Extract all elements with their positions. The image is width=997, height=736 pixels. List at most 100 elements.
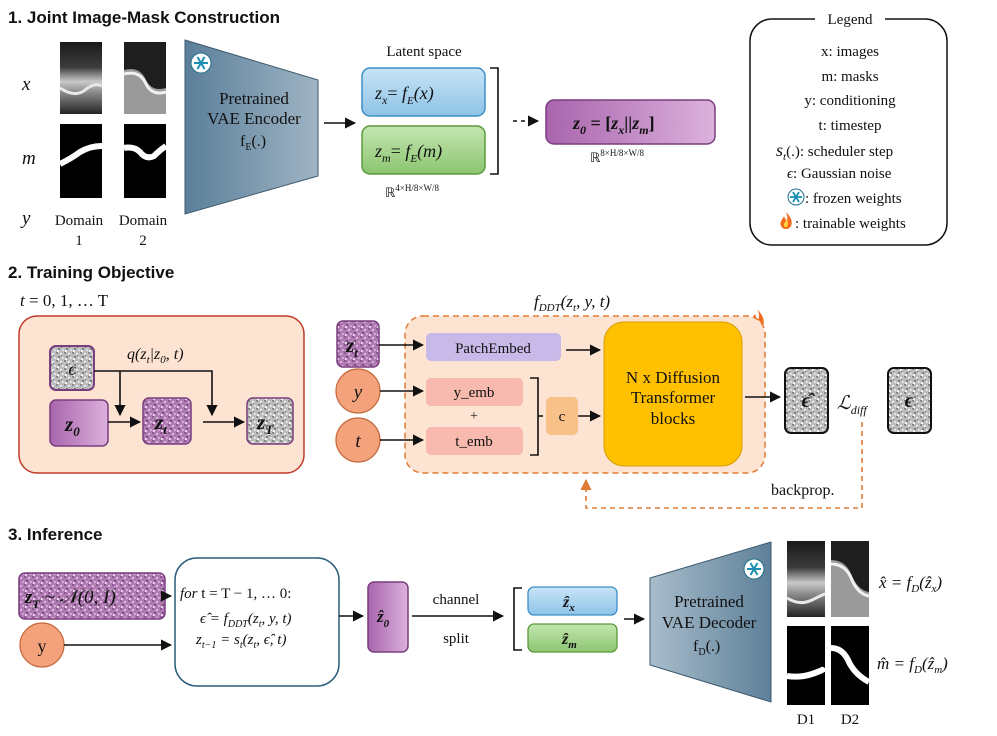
true-noise-symbol: ϵ (905, 390, 914, 412)
concat-label: c (559, 409, 566, 425)
row-label-x: x (21, 74, 31, 95)
forward-zT-label: zT (256, 410, 274, 437)
row-label-m: m (22, 148, 36, 169)
loop-eq-2: zt−1 = st(zt, ϵ̂, t) (195, 632, 286, 651)
input-y-label: y (352, 382, 363, 403)
legend-fire-icon (780, 212, 792, 229)
sampling-loop-box (174, 557, 340, 687)
z0-concat-label: z0 = [zx||zm] (572, 113, 655, 137)
section-1-title: 1. Joint Image-Mask Construction (8, 8, 280, 27)
zm-hat-label: ẑm (561, 631, 577, 651)
zx-hat-box (527, 586, 618, 616)
dit-label-3: blocks (651, 409, 695, 428)
dit-label-2: Transformer (631, 388, 716, 407)
forward-noise-symbol: ϵ (68, 359, 76, 379)
loop-header: for t = T − 1, … 0: (180, 586, 291, 602)
legend-item-scheduler: st(.): scheduler step (776, 140, 893, 163)
split-bracket (513, 587, 522, 651)
output-d1-mask (786, 626, 828, 705)
forward-zt-label: zt (154, 410, 167, 437)
legend-item-trainable: : trainable weights (795, 216, 906, 232)
channel-label: channel (433, 592, 480, 608)
latent-zm-box (361, 125, 486, 175)
domain1-mask (58, 124, 103, 198)
forward-zt-box (142, 397, 192, 445)
domain1-label: Domain (55, 213, 104, 229)
t-emb-box (426, 427, 523, 455)
legend-item-frozen: : frozen weights (805, 191, 902, 207)
forward-z0-box (49, 399, 109, 447)
legend-title: Legend (828, 12, 873, 28)
dit-blocks-box (603, 321, 743, 467)
domain2-image (123, 42, 167, 114)
forward-z0-label: z0 (64, 412, 80, 439)
domain2-mask (123, 124, 168, 198)
output-d1-image (786, 541, 826, 617)
latent-zx-box (361, 67, 486, 117)
forward-zT-box (246, 397, 294, 445)
snowflake-icon (190, 52, 212, 74)
legend-item-timestep: t: timestep (819, 118, 882, 134)
emb-plus: + (470, 409, 478, 424)
encoder-fn: fE(.) (240, 133, 266, 153)
domain1-image (59, 42, 103, 114)
latent-zm-label: zm= fE(m) (374, 141, 442, 165)
loop-eq-1: ϵ̂ = fDDT(zt, y, t) (200, 611, 291, 630)
section-3-title: 3. Inference (8, 525, 103, 544)
forward-q-label: q(zt|z0, t) (127, 346, 184, 366)
latent-dim: ℝ4×H/8×W/8 (385, 183, 439, 200)
backprop-label: backprop. (771, 482, 835, 499)
predicted-noise-box (784, 367, 829, 434)
legend-snowflake-icon (787, 188, 805, 206)
d2-label: D2 (841, 712, 859, 728)
z0-hat-box (367, 581, 409, 653)
input-t-label: t (355, 431, 361, 452)
inference-y-label: y (38, 636, 47, 656)
section-2-title: 2. Training Objective (8, 263, 174, 282)
encoder-label-2: VAE Encoder (207, 109, 301, 128)
zm-hat-box (527, 623, 618, 653)
y-emb-box (426, 378, 523, 406)
true-noise-box (887, 367, 932, 434)
forward-noise-box (49, 345, 95, 391)
xhat-equation: x̂ = fD(ẑx) (878, 573, 942, 595)
decoder-snowflake-icon (743, 558, 765, 580)
latent-zx-label: zx= fE(x) (374, 83, 434, 107)
legend-item-masks: m: masks (821, 69, 878, 85)
legend-item-noise: ϵ: Gaussian noise (787, 166, 892, 182)
decoder-label-1: Pretrained (674, 592, 744, 611)
vae-decoder-block (649, 541, 772, 703)
t-emb-label: t_emb (455, 434, 493, 450)
z0-concat-box (545, 99, 716, 145)
zx-hat-label: ẑx (562, 594, 575, 614)
patch-embed-box (426, 333, 561, 361)
legend-item-conditioning: y: conditioning (804, 93, 896, 109)
ddt-arrows (379, 339, 782, 456)
timestep-range: t = 0, 1, … T (20, 291, 109, 310)
forward-process-box (18, 315, 305, 474)
dit-label-1: N x Diffusion (626, 368, 721, 387)
z0-hat-label: ẑ0 (376, 607, 390, 630)
domain1-number: 1 (75, 233, 83, 249)
loss-diff: ℒdiff (837, 393, 868, 417)
row-label-y: y (20, 208, 31, 229)
decoder-label-2: VAE Decoder (662, 613, 757, 632)
split-label: split (443, 631, 470, 647)
inference-zT-label: zT ~ 𝒩(0, I) (24, 587, 116, 611)
input-zt-box (336, 320, 380, 368)
domain2-number: 2 (139, 233, 147, 249)
patch-embed-label: PatchEmbed (455, 341, 531, 357)
encoder-label-1: Pretrained (219, 89, 289, 108)
forward-arrows (94, 370, 246, 428)
d1-label: D1 (797, 712, 815, 728)
latent-space-title: Latent space (386, 44, 462, 60)
input-zt-label: zt (345, 333, 358, 360)
vae-encoder-block (184, 39, 319, 215)
y-emb-label: y_emb (454, 385, 495, 401)
z0-dim: ℝ8×H/8×W/8 (590, 148, 644, 165)
domain2-label: Domain (119, 213, 168, 229)
output-d2-image (830, 541, 870, 617)
fddt-title: fDDT(zt, y, t) (534, 292, 610, 314)
output-d2-mask (830, 626, 871, 705)
